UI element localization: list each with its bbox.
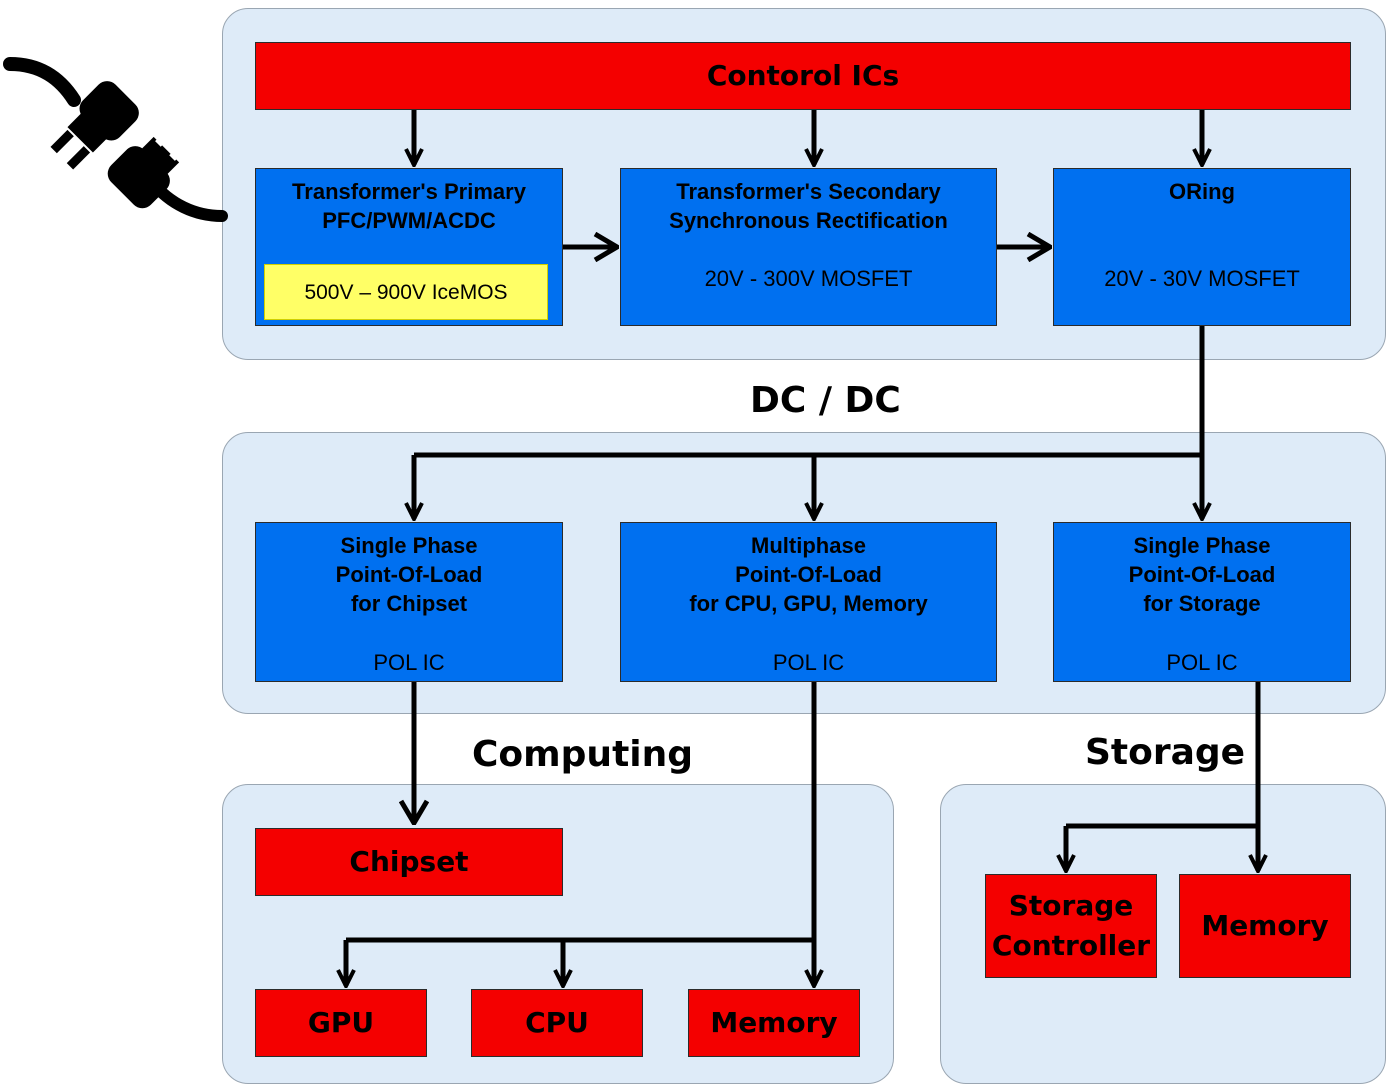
power-plug-icon [3,57,228,222]
secondary-title: Transformer's Secondary Synchronous Rect… [669,179,948,233]
gpu-block: GPU [255,989,427,1057]
control-ics-label: Contorol ICs [706,59,900,92]
chipset-pol-block: Single Phase Point-Of-Load for Chipset P… [255,522,563,682]
computing-memory-block: Memory [688,989,860,1057]
secondary-block: Transformer's Secondary Synchronous Rect… [620,168,997,326]
storage-controller-label: Storage Controller [991,889,1151,962]
chipset-block: Chipset [255,828,563,896]
computing-memory-label: Memory [710,1006,838,1039]
computing-heading: Computing [472,734,694,775]
cpu-block: CPU [471,989,643,1057]
control-ics-block: Contorol ICs [255,42,1351,110]
storage-pol-title: Single Phase Point-Of-Load for Storage [1128,533,1276,616]
chipset-pol-title: Single Phase Point-Of-Load for Chipset [335,533,483,616]
multiphase-pol-sub: POL IC [772,650,845,675]
storage-controller-block: Storage Controller [985,874,1157,978]
storage-pol-block: Single Phase Point-Of-Load for Storage P… [1053,522,1351,682]
cpu-label: CPU [525,1006,589,1039]
oring-title: ORing [1169,179,1235,204]
storage-memory-label: Memory [1201,909,1329,942]
storage-memory-block: Memory [1179,874,1351,978]
icemos-chip: 500V – 900V IceMOS [264,264,548,320]
oring-sub: 20V - 30V MOSFET [1104,266,1300,291]
storage-heading: Storage [1085,732,1246,773]
multiphase-pol-block: Multiphase Point-Of-Load for CPU, GPU, M… [620,522,997,682]
secondary-sub: 20V - 300V MOSFET [704,266,913,291]
chipset-pol-sub: POL IC [373,650,445,675]
multiphase-pol-title: Multiphase Point-Of-Load for CPU, GPU, M… [689,533,928,616]
dcdc-heading: DC / DC [750,380,901,421]
storage-pol-sub: POL IC [1166,650,1238,675]
primary-title: Transformer's Primary PFC/PWM/ACDC [292,179,526,233]
gpu-label: GPU [307,1006,375,1039]
oring-block: ORing 20V - 30V MOSFET [1053,168,1351,326]
chipset-label: Chipset [349,845,469,878]
